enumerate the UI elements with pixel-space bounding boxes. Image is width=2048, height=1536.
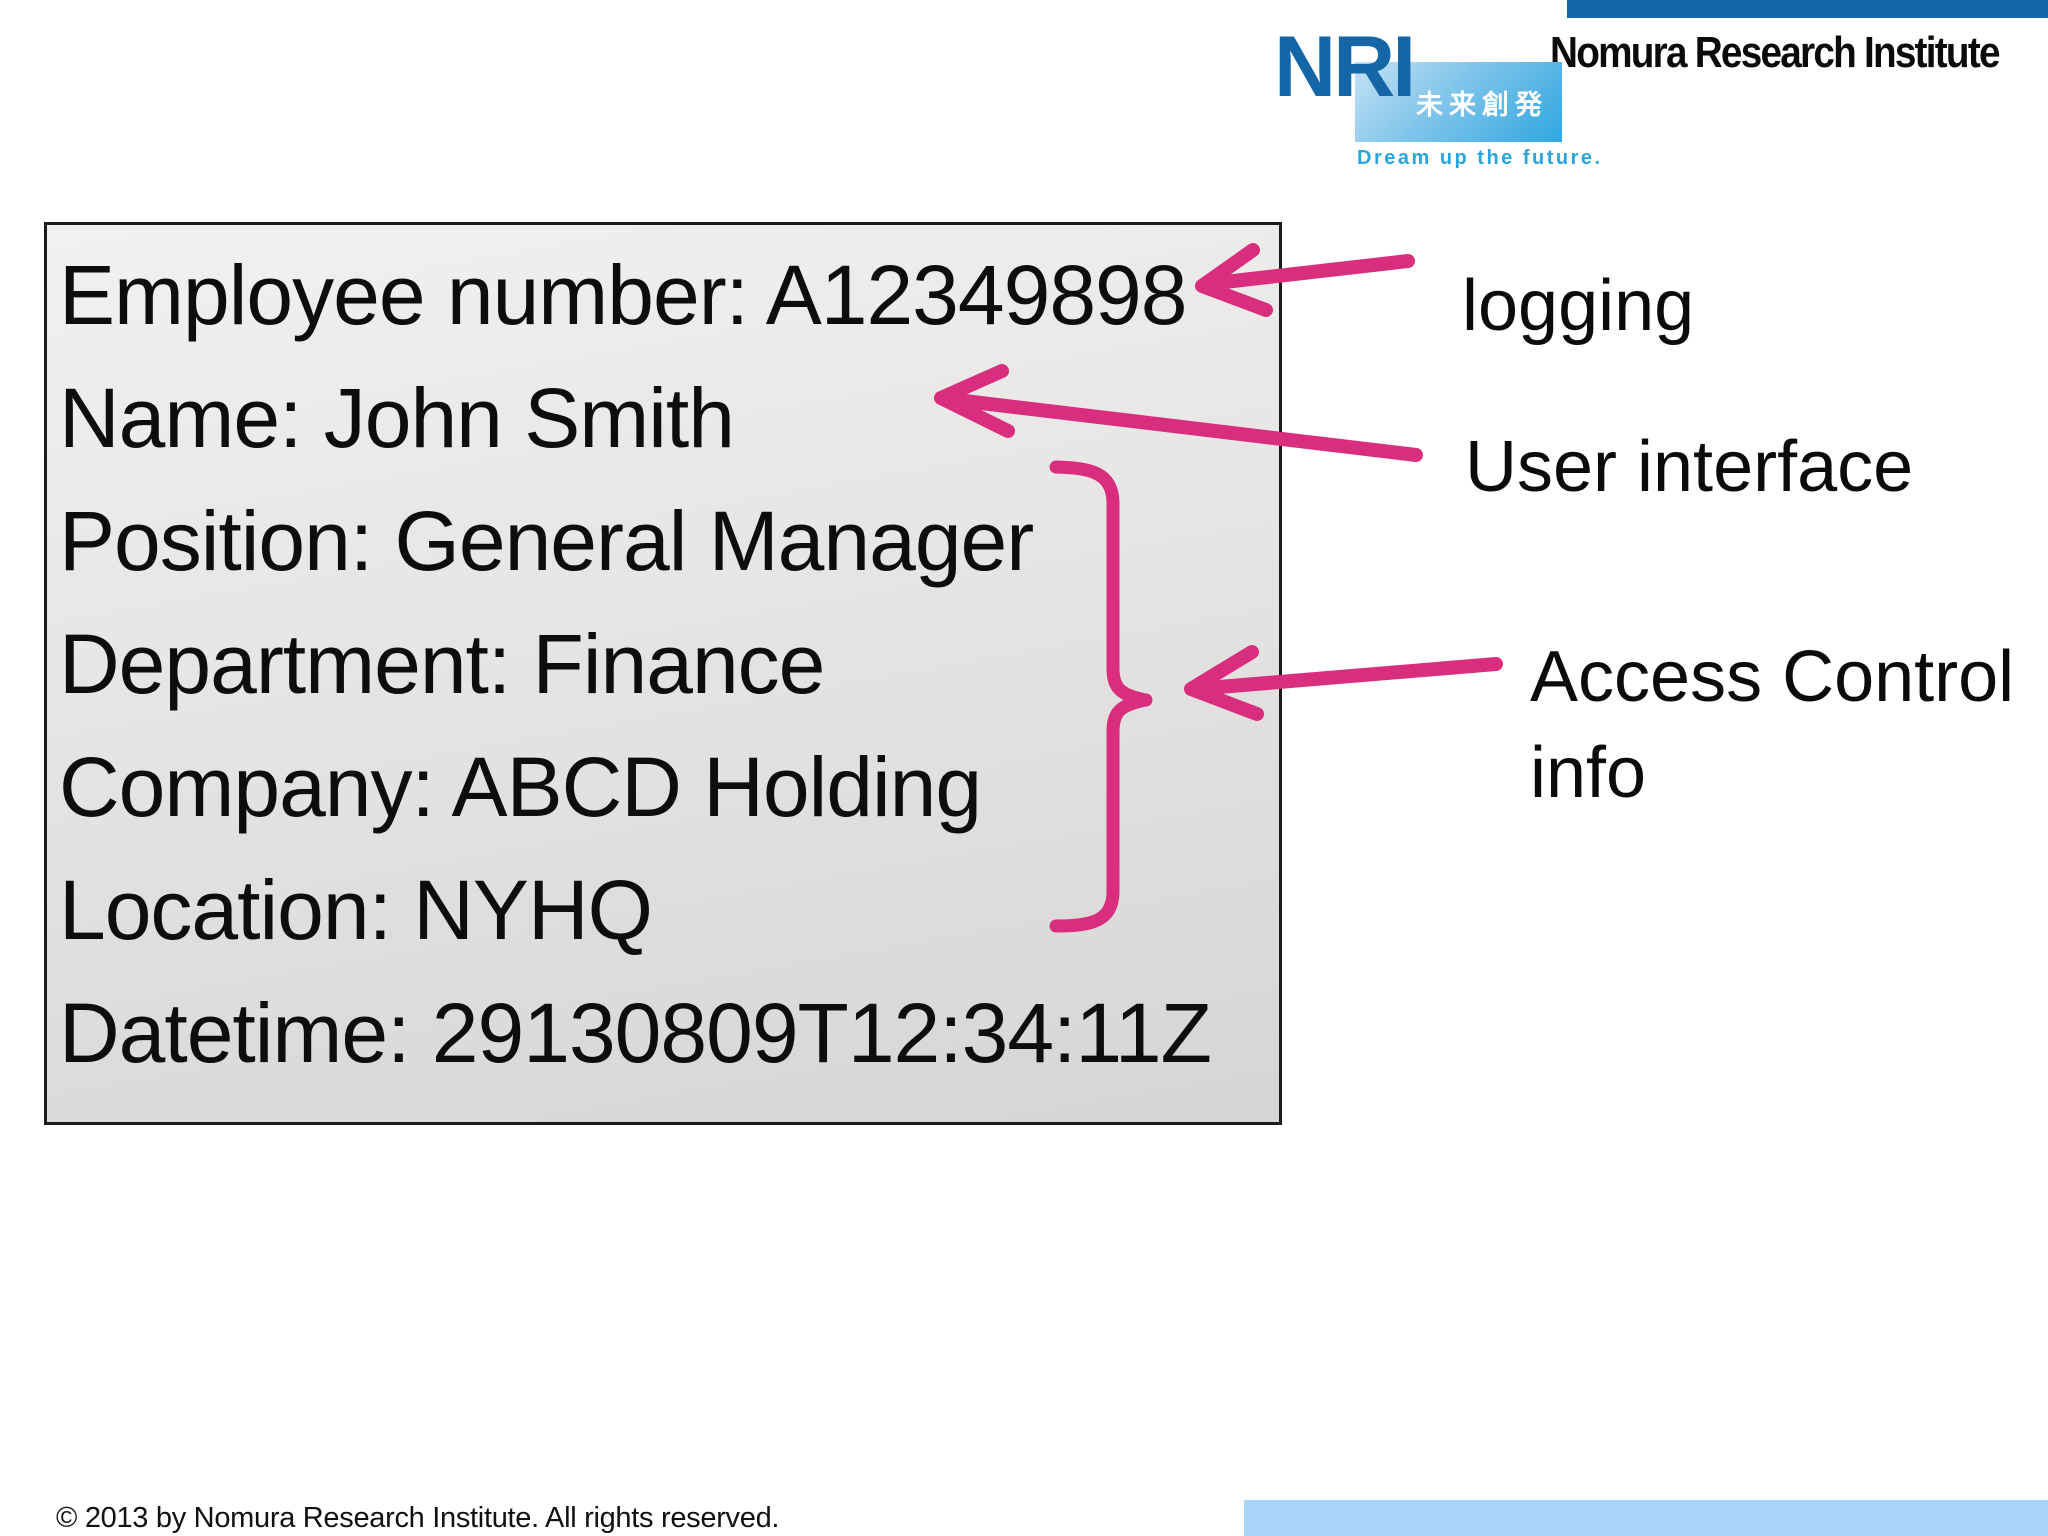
nri-logo-acronym: NRI bbox=[1274, 19, 1416, 115]
annotation-label-user-interface: User interface bbox=[1465, 427, 1914, 507]
info-line-position: Position: General Manager bbox=[59, 494, 1034, 588]
annotation-label-logging: logging bbox=[1462, 266, 1695, 346]
footer-accent-bar bbox=[1244, 1500, 2048, 1536]
info-line-name: Name: John Smith bbox=[59, 371, 735, 465]
info-line-employee-number: Employee number: A12349898 bbox=[59, 248, 1187, 342]
copyright-text: © 2013 by Nomura Research Institute. All… bbox=[56, 1502, 780, 1534]
info-line-department: Department: Finance bbox=[59, 617, 825, 711]
info-line-location: Location: NYHQ bbox=[59, 863, 653, 957]
info-line-company: Company: ABCD Holding bbox=[59, 740, 982, 834]
header-accent-bar bbox=[1567, 0, 2048, 18]
info-line-datetime: Datetime: 29130809T12:34:11Z bbox=[59, 986, 1212, 1080]
employee-info-card: Employee number: A12349898 Name: John Sm… bbox=[44, 222, 1282, 1125]
annotation-label-access-control: Access Control info bbox=[1530, 637, 2015, 813]
nri-logo-tagline-en: Dream up the future. bbox=[1357, 147, 1603, 169]
nri-logo-tagline-jp: 未来創発 bbox=[1416, 89, 1548, 120]
company-name: Nomura Research Institute bbox=[1550, 28, 2001, 77]
nri-logo-gradient-box: 未来創発 bbox=[1355, 62, 1562, 142]
